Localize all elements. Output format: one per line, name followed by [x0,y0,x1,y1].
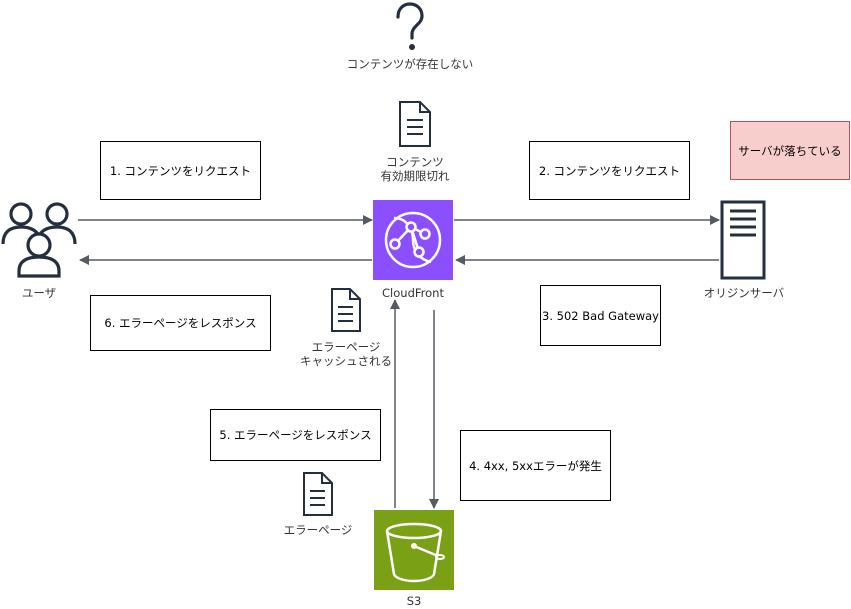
users-icon [0,200,78,280]
step-3-box: 3. 502 Bad Gateway [540,285,661,346]
question-icon [393,2,427,52]
cached-label-line2: キャッシュされる [300,354,392,368]
expired-label-line2: 有効期限切れ [380,169,450,183]
document-icon [398,100,432,148]
step-5-box: 5. エラーページをレスポンス [210,409,381,461]
step-4-box: 4. 4xx, 5xxエラーが発生 [460,430,611,501]
cloudfront-icon [373,200,453,280]
step-2-box: 2. コンテンツをリクエスト [529,141,690,200]
server-icon [720,200,766,280]
origin-label: オリジンサーバ [703,286,785,300]
expired-label-line1: コンテンツ [386,155,444,169]
s3-label: S3 [406,594,422,608]
server-down-note: サーバが落ちている [730,121,850,180]
document-icon [302,471,334,517]
document-icon [330,287,362,333]
missing-content-label: コンテンツが存在しない [346,57,474,71]
cached-label: エラーページ キャッシュされる [288,340,404,368]
step-1-box: 1. コンテンツをリクエスト [100,141,261,200]
error-page-label: エラーページ [283,523,353,537]
step-6-box: 6. エラーページをレスポンス [90,295,271,351]
cloudfront-label: CloudFront [382,286,444,300]
s3-bucket-icon [374,510,454,590]
cached-label-line1: エラーページ [311,340,381,354]
user-label: ユーザ [21,286,57,300]
expired-label: コンテンツ 有効期限切れ [350,155,480,183]
